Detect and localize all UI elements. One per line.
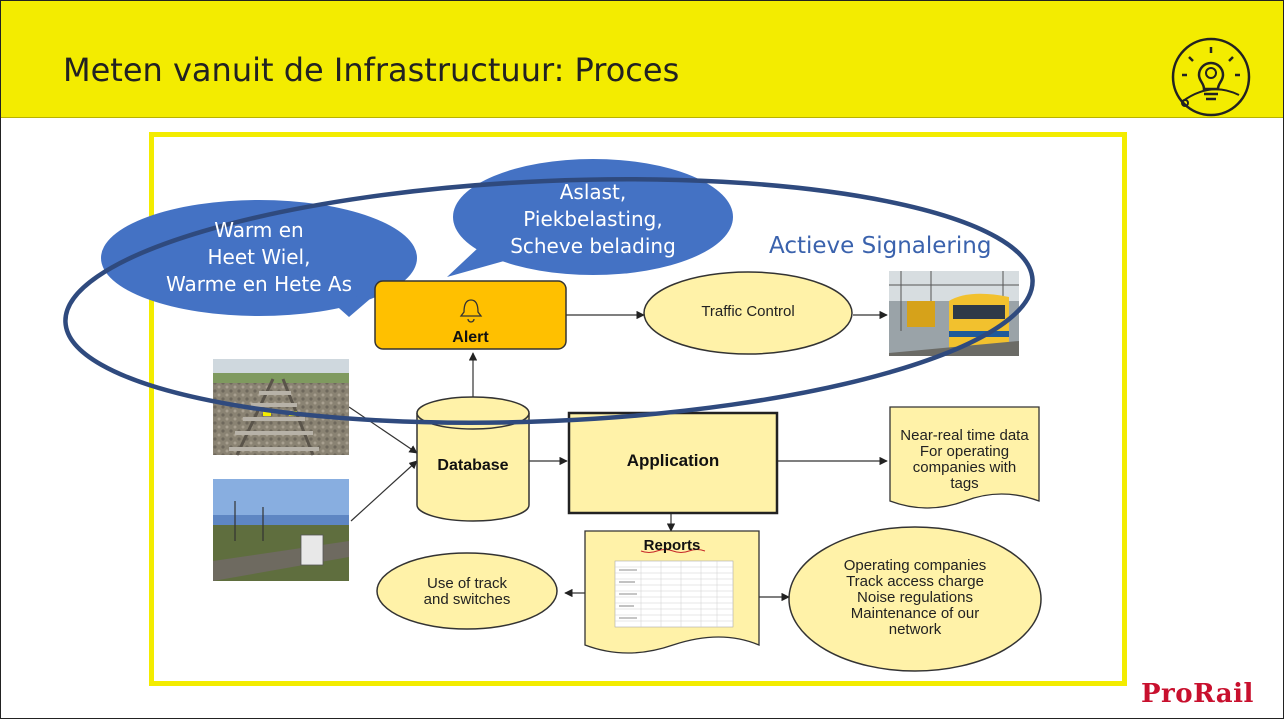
callout-load-line3: Scheve belading (510, 234, 676, 258)
active-signalling-label: Actieve Signalering (769, 233, 992, 259)
alert-label: Alert (452, 329, 489, 346)
bell-icon (459, 299, 483, 323)
operating-companies-node (788, 526, 1042, 672)
alert-box (374, 280, 567, 350)
near-real-time-line2: For operating (919, 443, 1010, 460)
callout-load-line1: Aslast, (559, 180, 627, 204)
near-real-time-line3: companies with (912, 459, 1017, 476)
near-real-time-node (889, 406, 1040, 509)
callout-wheel-line2: Heet Wiel, (207, 245, 311, 269)
operating-line5: network (888, 621, 942, 638)
operating-line3: Noise regulations (857, 589, 973, 606)
spellcheck-squiggle (640, 549, 706, 553)
callout-load-line2: Piekbelasting, (523, 207, 663, 231)
lightbulb-gear-icon (1171, 37, 1251, 117)
slide-title: Meten vanuit de Infrastructuur: Proces (63, 51, 680, 89)
operating-line1: Operating companies (843, 557, 987, 574)
operating-line4: Maintenance of our (850, 605, 980, 622)
callout-load (447, 159, 733, 277)
application-node (567, 411, 779, 515)
arrow-track1-database (348, 406, 418, 454)
trackside-cabinet-photo (213, 479, 349, 581)
report-table-thumbnail (614, 560, 734, 628)
active-signalling-ellipse (63, 177, 1035, 425)
reports-label: Reports (643, 537, 701, 554)
application-label: Application (626, 451, 720, 470)
arrow-track2-database (350, 460, 418, 522)
near-real-time-line4: tags (950, 475, 979, 492)
use-of-track-node (376, 552, 558, 630)
callout-wheel-line1: Warm en (214, 218, 304, 242)
callout-wheel-line3: Warme en Hete As (165, 272, 353, 296)
prorail-logo: ProRail (1141, 679, 1254, 709)
header-bar (1, 1, 1283, 118)
database-label: Database (437, 457, 509, 474)
callout-wheel (101, 200, 417, 317)
use-of-track-line2: and switches (423, 591, 511, 608)
traffic-control-node (643, 271, 853, 355)
operating-line2: Track access charge (846, 573, 984, 590)
use-of-track-line1: Use of track (426, 575, 508, 592)
diagram-frame (149, 132, 1127, 686)
train-photo (889, 271, 1019, 356)
traffic-control-label: Traffic Control (701, 303, 795, 320)
near-real-time-line1: Near-real time data (900, 427, 1029, 444)
